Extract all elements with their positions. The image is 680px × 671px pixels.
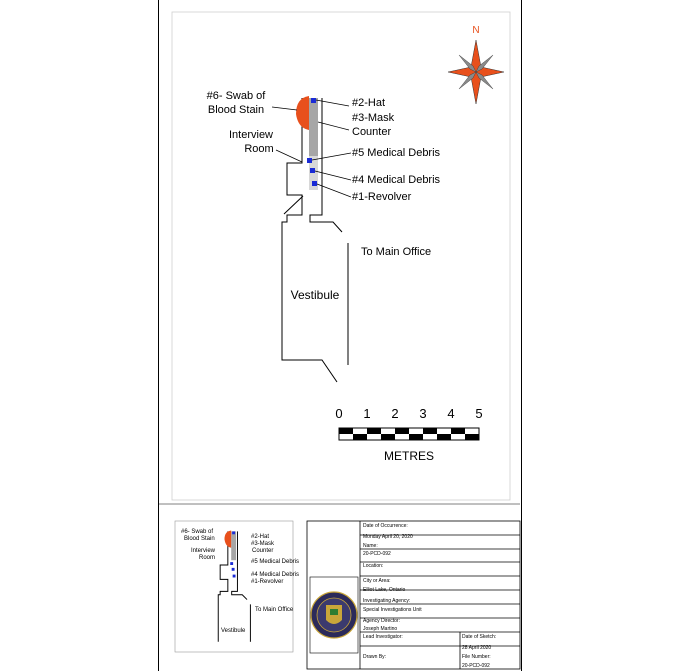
blood-stain-shape (296, 96, 309, 130)
tb-name-value: 20-PCD-092 (363, 551, 391, 557)
drawing-sheet (158, 0, 522, 671)
marker-debris4 (310, 168, 315, 173)
tb-name-label: Name: (363, 543, 378, 549)
scale-tick-3: 3 (419, 406, 426, 421)
thumb-label-swab-2: Blood Stain (184, 536, 215, 542)
tb-date-occurrence-label: Date of Occurrence: (363, 523, 408, 529)
thumb-label-debris4: #4 Medical Debris (251, 572, 299, 578)
tb-file-number-value: 20-PCD-092 (462, 663, 490, 669)
tb-lead-label: Lead Investigator: (363, 634, 403, 640)
thumb-label-hat: #2-Hat (251, 534, 269, 540)
label-revolver: #1-Revolver (352, 191, 412, 203)
marker-revolver (312, 181, 317, 186)
agency-seal-logo (309, 576, 359, 654)
counter-shape (309, 98, 318, 156)
walls (281, 98, 349, 383)
thumb-label-interview-2: Room (199, 555, 215, 561)
thumb-label-mask: #3-Mask (251, 541, 275, 547)
label-swab-line1: #6- Swab of (207, 90, 267, 102)
scale-unit: METRES (384, 449, 434, 463)
tb-director-label: Agency Director: (363, 618, 400, 624)
scale-tick-1: 1 (363, 406, 370, 421)
tb-agency-value: Special Investigations Unit (363, 607, 422, 613)
tb-sketch-date-label: Date of Sketch: (462, 634, 497, 640)
thumb-label-revolver: #1-Revolver (251, 579, 283, 585)
tb-drawn-by-label: Drawn By: (363, 654, 387, 660)
label-hat: #2-Hat (352, 97, 385, 109)
scale-tick-5: 5 (475, 406, 482, 421)
scale-tick-0: 0 (335, 406, 342, 421)
label-interview-line1: Interview (229, 129, 273, 141)
label-swab-line2: Blood Stain (208, 104, 264, 116)
thumb-label-main-office: To Main Office (255, 607, 294, 613)
marker-hat (311, 98, 316, 103)
tb-location-label: Location: (363, 563, 384, 569)
tb-city-value: Elliot Lake, Ontario (363, 587, 406, 593)
compass-rose-icon (447, 39, 505, 105)
label-mask: #3-Mask (352, 112, 395, 124)
thumb-label-counter: Counter (252, 548, 273, 554)
thumb-label-debris5: #5 Medical Debris (251, 559, 299, 565)
scale-tick-2: 2 (391, 406, 398, 421)
tb-agency-label: Investigating Agency: (363, 598, 411, 604)
label-main-office: To Main Office (361, 246, 431, 258)
label-vestibule: Vestibule (291, 288, 340, 302)
evidence-markers (307, 98, 317, 186)
label-interview-line2: Room (244, 143, 273, 155)
sketch-frame (171, 11, 511, 501)
tb-sketch-date-value: 28 April 2020 (462, 645, 492, 651)
title-block-frame (306, 520, 521, 670)
label-counter: Counter (352, 126, 391, 138)
compass-north-label: N (472, 25, 479, 36)
scale-tick-4: 4 (447, 406, 454, 421)
tb-city-label: City or Area: (363, 578, 391, 584)
thumb-label-swab-1: #6- Swab of (181, 529, 213, 535)
leader-lines (271, 99, 352, 198)
label-debris4: #4 Medical Debris (352, 174, 441, 186)
tb-date-occurrence-value: Monday April 20, 2020 (363, 534, 413, 540)
thumb-label-vestibule: Vestibule (221, 628, 246, 634)
tb-file-number-label: File Number: (462, 654, 491, 660)
label-debris5: #5 Medical Debris (352, 147, 441, 159)
tb-director-value: Joseph Martino (363, 626, 398, 632)
scale-bar: 0 1 2 3 4 5 METRES (335, 406, 482, 463)
marker-debris5 (307, 158, 312, 163)
thumb-label-interview-1: Interview (191, 548, 216, 554)
thumbnail-sketch: #6- Swab of Blood Stain #2-Hat #3-Mask C… (174, 520, 299, 653)
